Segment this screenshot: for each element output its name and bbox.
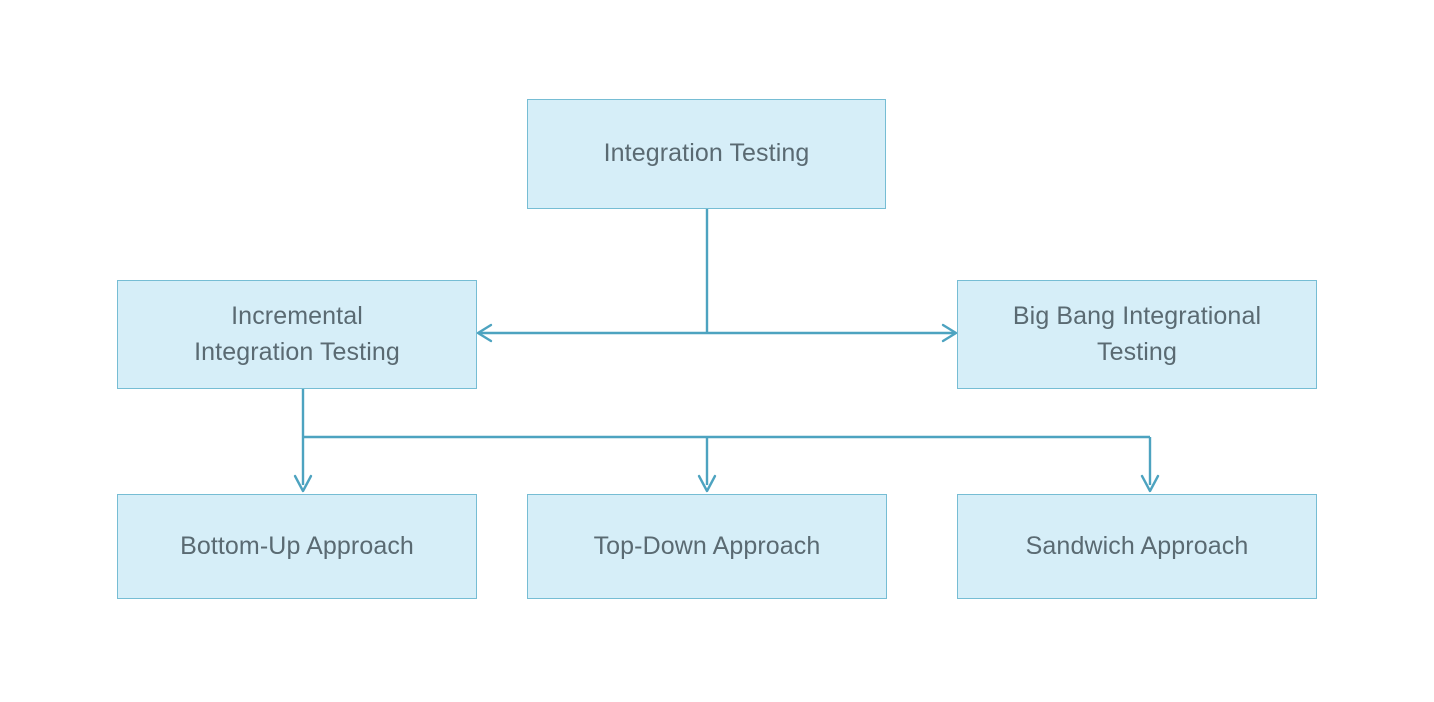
node-label: Integration Testing	[603, 139, 810, 168]
node-label: Sandwich Approach	[1025, 531, 1249, 560]
node-label: Big Bang Integrational Testing	[1012, 302, 1262, 366]
node-incremental-integration-testing[interactable]: Incremental Integration Testing	[117, 280, 477, 389]
arrowhead-down-bottomup-icon	[293, 474, 313, 493]
arrowhead-left-icon	[476, 323, 493, 343]
arrowhead-right-icon	[941, 323, 958, 343]
node-integration-testing[interactable]: Integration Testing	[527, 99, 886, 209]
node-bottom-up-approach[interactable]: Bottom-Up Approach	[117, 494, 477, 599]
node-top-down-approach[interactable]: Top-Down Approach	[527, 494, 887, 599]
node-big-bang-integrational-testing[interactable]: Big Bang Integrational Testing	[957, 280, 1317, 389]
node-sandwich-approach[interactable]: Sandwich Approach	[957, 494, 1317, 599]
node-label: Bottom-Up Approach	[180, 531, 414, 560]
arrowhead-down-sandwich-icon	[1140, 474, 1160, 493]
node-label: Incremental Integration Testing	[194, 302, 400, 366]
node-label: Top-Down Approach	[593, 531, 821, 560]
arrowhead-down-topdown-icon	[697, 474, 717, 493]
